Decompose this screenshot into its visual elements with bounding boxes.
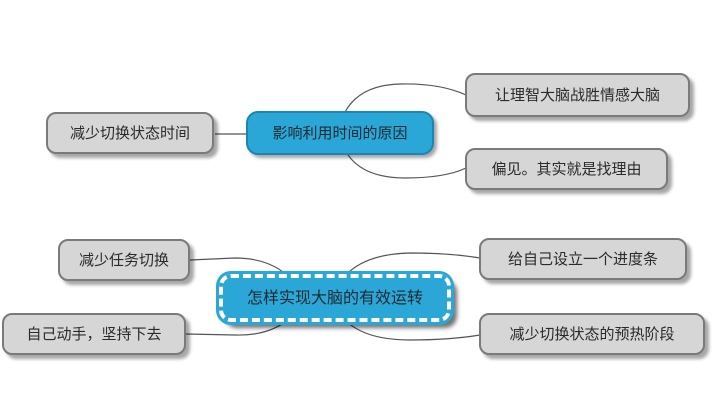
- leaf-do-it-yourself[interactable]: 自己动手，坚持下去: [2, 313, 186, 355]
- connector-center2-right-bottom: [344, 319, 481, 341]
- leaf-progress-bar[interactable]: 给自己设立一个进度条: [479, 238, 687, 280]
- center-node-brain-operation[interactable]: 怎样实现大脑的有效运转: [216, 271, 454, 325]
- connector-center1-right-bottom: [344, 149, 467, 179]
- connector-center2-right-top: [344, 252, 481, 277]
- center-node-reasons[interactable]: 影响利用时间的原因: [246, 111, 434, 155]
- leaf-reduce-task-switch[interactable]: 减少任务切换: [58, 239, 190, 281]
- leaf-bias[interactable]: 偏见。其实就是找理由: [465, 148, 668, 190]
- connector-center1-right-top: [344, 83, 467, 113]
- leaf-rational-brain[interactable]: 让理智大脑战胜情感大脑: [465, 73, 690, 117]
- leaf-reduce-switch-time[interactable]: 减少切换状态时间: [46, 112, 214, 154]
- leaf-reduce-warmup[interactable]: 减少切换状态的预热阶段: [479, 313, 705, 355]
